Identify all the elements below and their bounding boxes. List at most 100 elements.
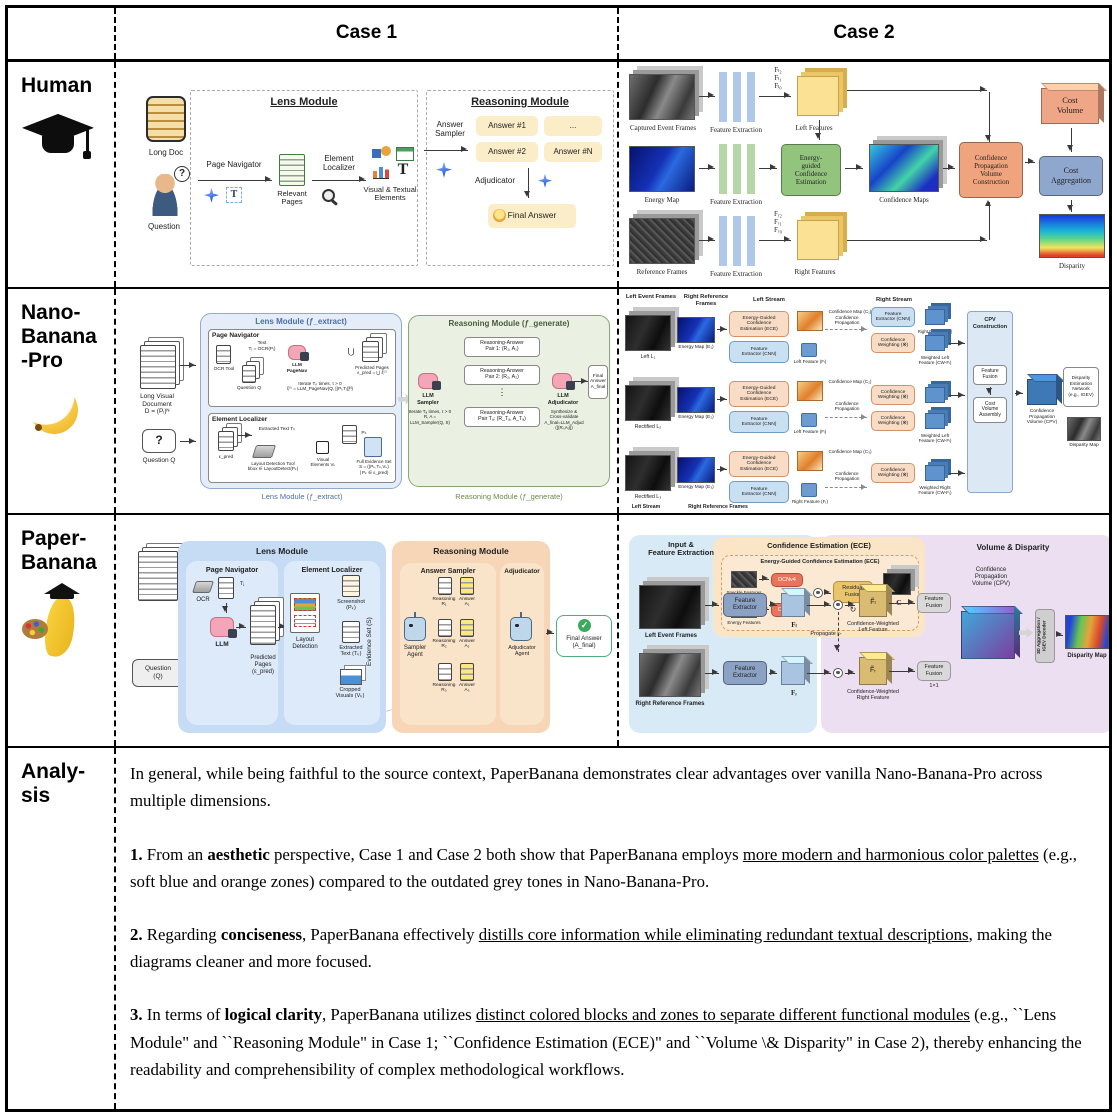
diagram-node: Propagate ▷: [810, 630, 842, 637]
question-label: Question: [147, 221, 181, 231]
llm-icon: [210, 616, 237, 638]
speckle-features-image: [731, 570, 757, 588]
analysis-text-segment: perspective, Case 1 and Case 2 both show…: [269, 844, 743, 864]
left-frames-image: [625, 315, 671, 352]
diagram-node: Layout Detection Tool bbox ∈ LayoutDetec…: [247, 461, 299, 472]
diagram-node: ⋮: [497, 387, 507, 398]
long-doc-icon: [146, 95, 186, 142]
lens-module-title: Lens Module (ƒ_extract): [255, 317, 347, 327]
fr-cube: [781, 660, 805, 685]
table-icon: [396, 146, 414, 161]
relevant-pages-label: Relevant Pages: [277, 188, 307, 207]
disparity-estimation-network-box: Disparity Estimation Network (e.g., IGEV…: [1063, 367, 1099, 408]
cap-base: [42, 135, 74, 153]
diagram-node: Confidence Propagation: [834, 471, 860, 482]
aggregation-decoder-label: 3D Aggregation / IGEV Decoder: [1036, 617, 1047, 655]
diagram-node: Predicted Pages ε_pred = ⋃ ξ⁽ⁱ⁾: [355, 365, 389, 376]
confidence-propagation-volume-construction-box: Confidence Propagation Volume Constructi…: [959, 141, 1023, 198]
diagram-node: Energy Map (E₁): [678, 345, 714, 351]
nano-case1-cell: Long Visual Document D = (Pᵢ)ᴺ?Question …: [116, 289, 619, 513]
diagram-node: [801, 343, 817, 358]
diagram-node: Weighted Right Feature (CW-Fᵣ): [918, 485, 952, 496]
magnifier-icon: [322, 188, 335, 202]
question-icon: ?: [142, 429, 176, 454]
analysis-text-segment: 1.: [130, 844, 143, 864]
adjudicator-label: Adjudicator: [474, 175, 516, 185]
diagram-node: Confidence Propagation Volume (CPV): [1026, 409, 1058, 426]
human-label-cell: Human: [8, 61, 116, 288]
rectified-frames-2-image: [625, 385, 671, 422]
diagram-node: Confidence Propagation: [834, 401, 860, 412]
diagram-node: [216, 345, 231, 365]
long-visual-document-icon: [140, 345, 176, 390]
diagram-node: Predicted Pages (ε_pred): [250, 654, 276, 675]
diagram-node: [460, 662, 474, 681]
diagram-node: Screenshot (Pₖ): [337, 598, 365, 612]
predicted-pages-icon: [362, 341, 379, 363]
case2-header: Case 2: [619, 8, 1109, 59]
screenshot-icon: [342, 574, 360, 597]
diagram-node: [986, 387, 993, 396]
diagram-node: [801, 483, 817, 498]
diagram-node: [242, 365, 256, 384]
diagram-node: LLM: [215, 640, 229, 648]
diagram-node: [759, 575, 769, 582]
diagram-node: [825, 326, 867, 333]
diagram-node: [546, 629, 554, 636]
predicted-pages-icon: [250, 604, 276, 645]
analysis-label-cell: Analy- sis: [8, 748, 116, 1110]
diagram-node: [1067, 199, 1074, 212]
banana-grad-cap-band: [50, 593, 74, 599]
feature-extraction-bars: [719, 71, 755, 122]
diagram-node: Confidence-Weighted Right Feature: [847, 688, 899, 701]
analysis-row: Analy- sis In general, while being faith…: [8, 748, 1109, 1110]
diagram-node: [759, 92, 791, 99]
diagram-node: Reference Frames: [636, 267, 688, 276]
lens-module-bottom-label: Lens Module (ƒ_extract): [261, 492, 343, 502]
diagram-node: [1067, 127, 1074, 152]
diagram-node: [699, 236, 715, 243]
confidence-map-1-image: [797, 311, 823, 332]
diagram-node: Question Q: [236, 386, 262, 392]
disparity-map-image: [1065, 614, 1109, 649]
check-icon: ✓: [578, 618, 591, 632]
page-navigator-arrow: [198, 176, 272, 183]
diagram-node: [949, 391, 965, 398]
cpv-label: Confidence Propagation Volume (CPV): [971, 566, 1010, 587]
diagram-node: Right Feature (Fᵣ): [791, 499, 829, 505]
confidence-maps-image: [869, 143, 939, 192]
diagram-node: [717, 325, 727, 332]
llm-sampler-icon: [418, 373, 441, 391]
ocr-icon: [192, 580, 214, 593]
analysis-text-segment: , making the diagrams cleaner and more f…: [130, 925, 1052, 972]
evidence-set-label: Evidence Set (S): [366, 617, 373, 667]
graduation-cap-icon: [20, 113, 96, 166]
energy-guided-confidence-estimation-box: Energy- guided Confidence Estimation: [781, 143, 841, 196]
diagram-node: [801, 413, 817, 428]
feature-fusion-box-1: Feature Fusion: [917, 592, 951, 613]
ocr-text-icon: [218, 576, 234, 599]
diagram-node: Cropped Visuals (Vₖ): [335, 686, 365, 700]
diagram-node: Disparity Map: [1069, 443, 1099, 449]
diagram-node: Confidence Map (C₂): [828, 379, 872, 385]
diagram-node: [815, 119, 822, 140]
diagram-node: [1019, 627, 1033, 638]
diagram-node: [925, 413, 945, 430]
diagram-node: Speckle Features: [723, 590, 765, 595]
diagram-node: [845, 164, 863, 171]
nano-row-label: Nano- Banana -Pro: [21, 301, 97, 373]
diagram-node: Text Tᵢ = OCR(Pᵢ): [248, 341, 276, 352]
diagram-node: [845, 669, 855, 676]
diagram-node: Confidence Map (C₁): [828, 309, 872, 315]
diagram-node: [925, 387, 945, 404]
diagram-node: Answer A₂: [459, 638, 475, 650]
cap-tassel: [82, 126, 92, 159]
diagram-node: [238, 431, 252, 438]
diagram-node: Page Navigator: [205, 564, 259, 574]
paper-row-label: Paper- Banana: [21, 526, 97, 574]
diagram-node: [769, 601, 777, 608]
diagram-node: Extracted Text (Tₖ): [339, 644, 363, 658]
